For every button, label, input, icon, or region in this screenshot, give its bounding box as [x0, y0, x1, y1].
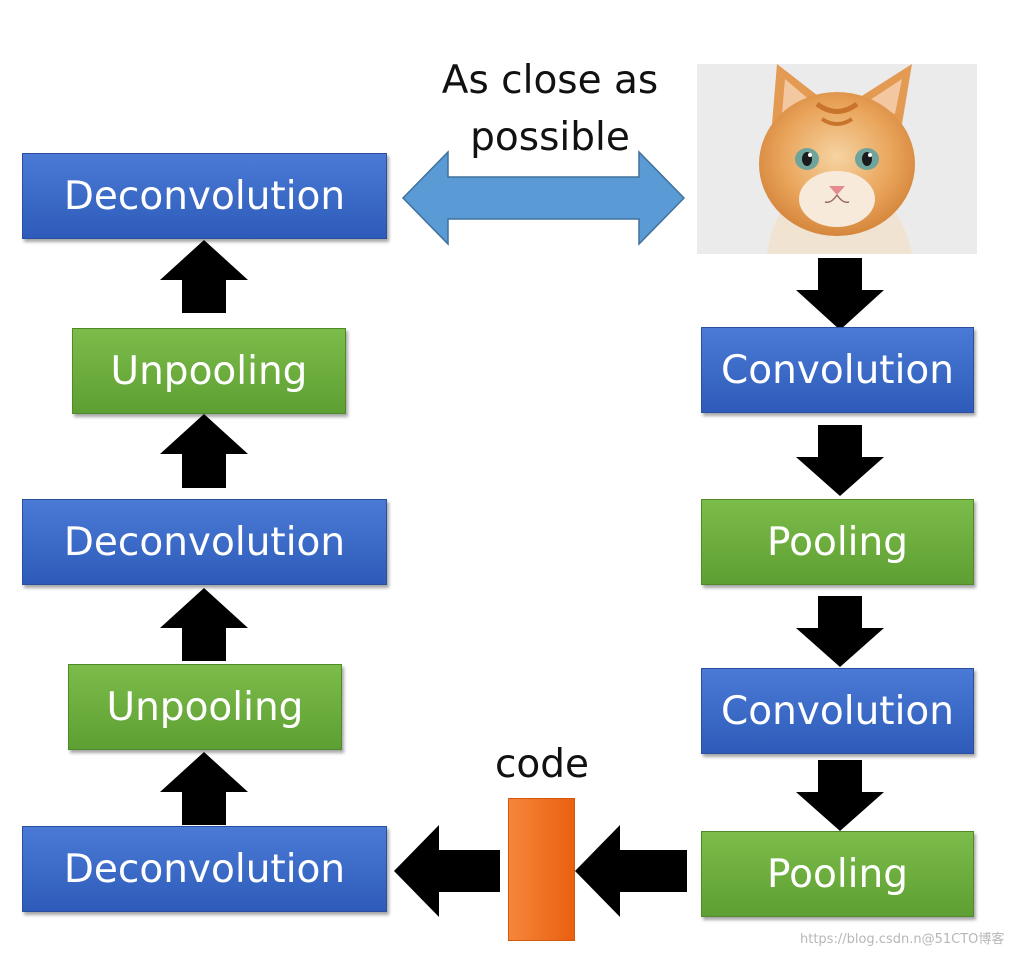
- unpooling-box-top: Unpooling: [72, 328, 346, 414]
- deconvolution-box-top: Deconvolution: [22, 153, 387, 239]
- down-arrow-icon: [796, 425, 884, 496]
- up-arrow-icon: [160, 588, 248, 661]
- down-arrow-icon: [796, 596, 884, 667]
- box-label: Unpooling: [106, 684, 304, 730]
- box-label: Deconvolution: [63, 173, 346, 219]
- left-arrow-icon: [575, 825, 687, 917]
- deconvolution-box-middle: Deconvolution: [22, 499, 387, 585]
- pooling-box-top: Pooling: [701, 499, 974, 585]
- as-close-as-possible-label: As close as possible: [405, 52, 695, 166]
- box-label: Pooling: [767, 519, 908, 565]
- watermark: https://blog.csdn.n@51CTO博客: [800, 932, 1005, 947]
- box-label: Unpooling: [110, 348, 308, 394]
- box-label: Deconvolution: [63, 846, 346, 892]
- box-label: Deconvolution: [63, 519, 346, 565]
- left-arrow-icon: [394, 825, 500, 917]
- label-line-1: As close as: [441, 58, 659, 103]
- code-vector: [508, 798, 575, 941]
- code-label: code: [494, 742, 590, 787]
- convolution-box-bottom: Convolution: [701, 668, 974, 754]
- up-arrow-icon: [160, 240, 248, 313]
- double-arrow-icon: [401, 150, 686, 246]
- deconvolution-box-bottom: Deconvolution: [22, 826, 387, 912]
- unpooling-box-bottom: Unpooling: [68, 664, 342, 750]
- convolution-box-top: Convolution: [701, 327, 974, 413]
- box-label: Convolution: [720, 688, 954, 734]
- up-arrow-icon: [160, 752, 248, 825]
- box-label: Convolution: [720, 347, 954, 393]
- up-arrow-icon: [160, 414, 248, 488]
- kitten-image: [697, 64, 977, 254]
- box-label: Pooling: [767, 851, 908, 897]
- down-arrow-icon: [796, 760, 884, 831]
- label-line-2: possible: [470, 115, 630, 160]
- pooling-box-bottom: Pooling: [701, 831, 974, 917]
- down-arrow-icon: [796, 258, 884, 330]
